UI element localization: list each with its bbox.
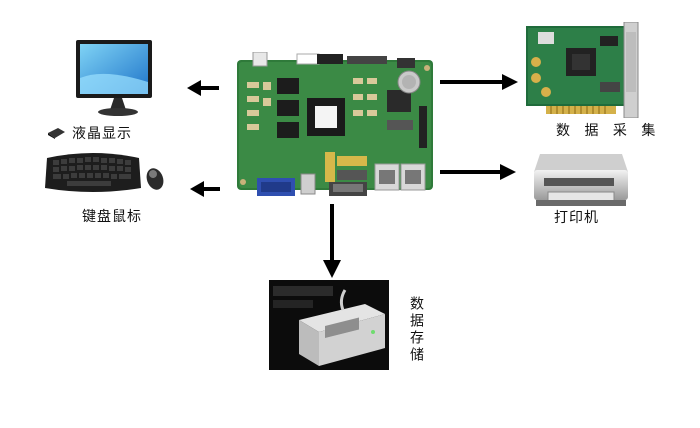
label-printer: 打印机 (554, 210, 599, 226)
label-keyboard-mouse: 键盘鼠标 (82, 209, 142, 225)
storage-device-image (269, 280, 389, 370)
monitor-icon (74, 38, 156, 120)
label-data-acquisition: 数 据 采 集 (556, 123, 661, 139)
pci-card-image (526, 22, 642, 118)
arrow-to-printer (440, 164, 516, 180)
label-data-storage: 数据存储 (408, 296, 424, 364)
arrow-to-keyboard-mouse (190, 181, 220, 197)
arrow-to-data-acquisition (440, 74, 518, 90)
small-device-icon (46, 127, 66, 139)
mouse-icon (144, 166, 166, 192)
printer-image (530, 150, 632, 210)
keyboard-icon (43, 148, 143, 196)
arrow-to-data-storage (323, 204, 341, 278)
arrow-to-display (187, 80, 219, 96)
label-display: 液晶显示 (72, 126, 132, 142)
motherboard-image (237, 52, 437, 204)
